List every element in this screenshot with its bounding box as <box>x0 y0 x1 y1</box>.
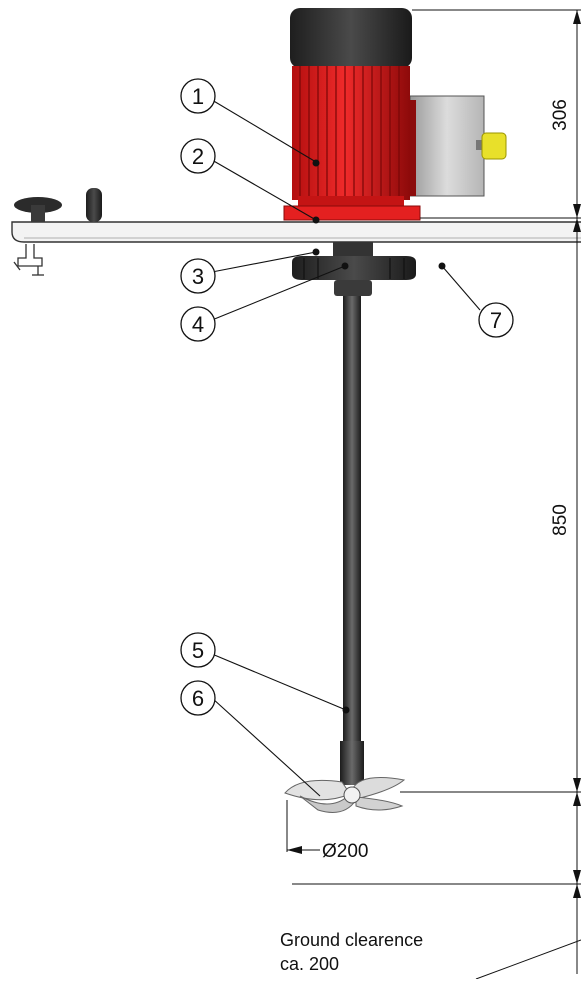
callout-5: 5 <box>180 632 216 668</box>
callout-5-label: 5 <box>192 638 204 663</box>
dimension-diameter: Ø200 <box>322 841 368 862</box>
callout-6: 6 <box>180 680 216 716</box>
motor-fan-cap <box>290 8 412 68</box>
dimension-306: 306 <box>550 99 571 131</box>
motor-body <box>292 66 410 200</box>
callout-3-label: 3 <box>192 264 204 289</box>
switch-stem <box>476 140 484 150</box>
callout-1: 1 <box>180 78 216 114</box>
dimension-lines <box>286 9 581 980</box>
dimension-arrows <box>287 10 581 898</box>
clamp-icon <box>13 244 44 276</box>
ground-clearance-value: ca. 200 <box>280 954 339 974</box>
pin-icon <box>86 188 102 222</box>
callout-1-label: 1 <box>192 84 204 109</box>
callout-7: 7 <box>478 302 514 338</box>
motor-cooling-fins <box>299 66 400 198</box>
motor-collar <box>298 196 404 208</box>
callout-4-label: 4 <box>192 312 204 337</box>
callout-7-label: 7 <box>490 308 502 333</box>
callout-2-label: 2 <box>192 144 204 169</box>
callout-4: 4 <box>180 306 216 342</box>
impeller <box>284 777 406 813</box>
callout-dots <box>312 159 446 714</box>
shaft <box>343 296 361 743</box>
motor-flange <box>283 205 421 221</box>
motor <box>283 8 507 221</box>
mounting-plate <box>11 188 581 276</box>
yellow-switch-icon <box>481 132 507 160</box>
terminal-box <box>409 95 485 197</box>
callout-6-label: 6 <box>192 686 204 711</box>
dimension-850: 850 <box>550 504 571 536</box>
shaft-bearing <box>334 280 372 296</box>
ground-clearance-label: Ground clearence <box>280 930 423 950</box>
impeller-hub <box>343 786 361 804</box>
callout-3: 3 <box>180 258 216 294</box>
coupling-top <box>333 242 373 258</box>
callout-2: 2 <box>180 138 216 174</box>
coupling-nut <box>292 256 416 280</box>
shaft-lower-sleeve <box>340 741 364 785</box>
shaft-assembly <box>292 242 416 785</box>
callout-leaders <box>211 99 481 797</box>
